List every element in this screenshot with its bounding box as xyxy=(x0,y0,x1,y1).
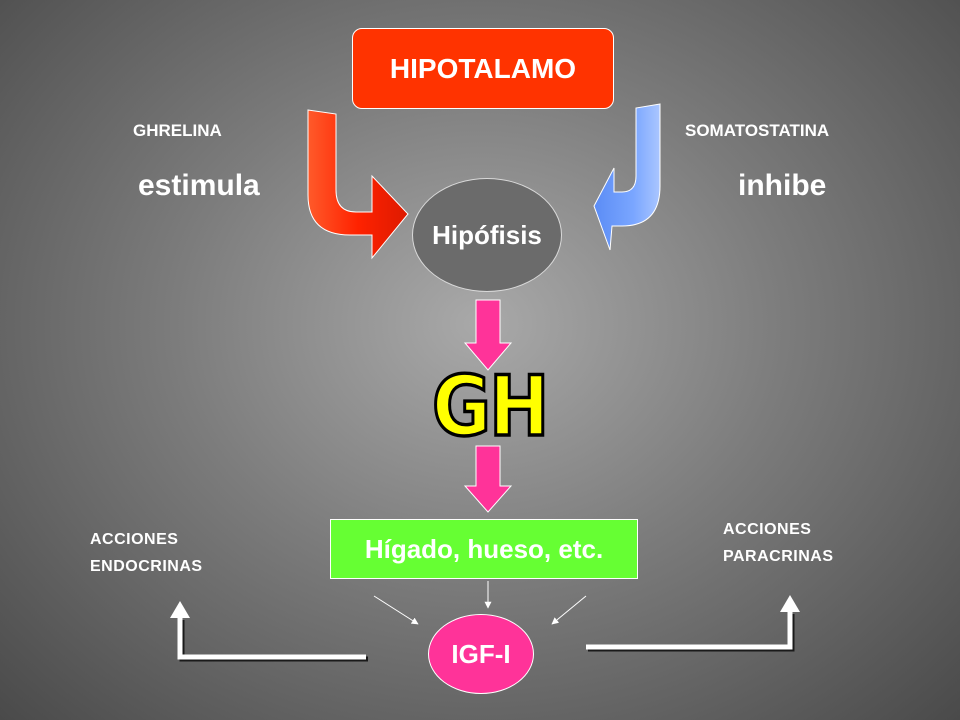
igf-label: IGF-I xyxy=(451,638,511,669)
igf-node: IGF-I xyxy=(428,614,534,694)
hypothalamus-box: HIPOTALAMO xyxy=(352,28,614,109)
igf-input-arrow-right xyxy=(551,595,587,625)
paracrine-actions-line1: ACCIONES xyxy=(723,521,812,538)
ghrelin-label: GHRELINA xyxy=(133,121,222,140)
paracrine-actions-label: ACCIONES PARACRINAS xyxy=(723,516,833,570)
gh-arrow-lower xyxy=(463,445,513,513)
somatostatin-label: SOMATOSTATINA xyxy=(685,121,830,140)
gh-label: GH xyxy=(431,356,551,456)
paracrine-arrow xyxy=(586,595,800,652)
target-tissues-box: Hígado, hueso, etc. xyxy=(330,519,638,579)
endocrine-arrow xyxy=(170,601,368,662)
pituitary-label: Hipófisis xyxy=(432,219,542,250)
stimulates-label: estimula xyxy=(138,169,260,202)
endocrine-actions-line2: ENDOCRINAS xyxy=(90,558,203,575)
hypothalamus-label: HIPOTALAMO xyxy=(389,52,577,84)
endocrine-actions-label: ACCIONES ENDOCRINAS xyxy=(90,526,203,580)
endocrine-actions-line1: ACCIONES xyxy=(90,531,179,548)
inhibit-arrow xyxy=(593,103,661,251)
gh-arrow-upper xyxy=(463,299,513,371)
igf-input-arrow-left xyxy=(373,595,419,625)
pituitary-node: Hipófisis xyxy=(412,178,562,292)
stimulate-arrow xyxy=(307,109,409,260)
target-tissues-label: Hígado, hueso, etc. xyxy=(364,533,604,564)
paracrine-actions-line2: PARACRINAS xyxy=(723,548,834,565)
inhibits-label: inhibe xyxy=(738,169,827,202)
